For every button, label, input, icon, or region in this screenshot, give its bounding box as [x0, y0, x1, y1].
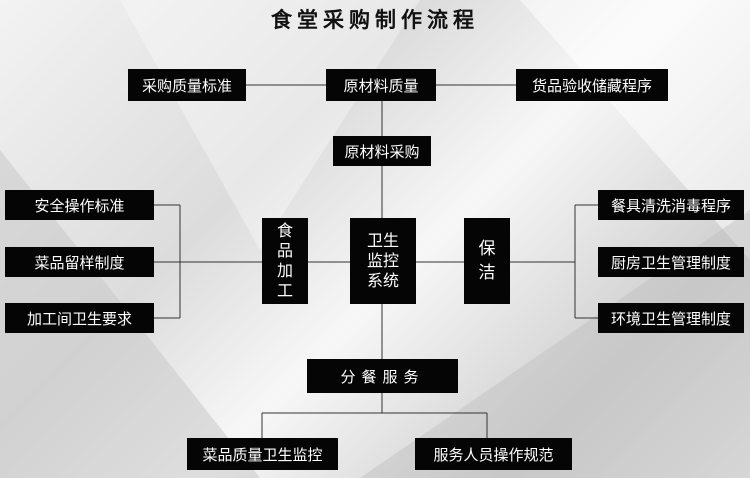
meal-service-node: 分餐服务: [307, 359, 458, 393]
purchase-standard-label: 采购质量标准: [141, 76, 232, 95]
kitchen-hygiene-label: 厨房卫生管理制度: [610, 253, 731, 272]
raw-material-quality-label: 原材料质量: [343, 76, 419, 95]
safety-standard-label: 安全操作标准: [34, 196, 125, 215]
cleaning-node: 保 洁: [464, 218, 510, 304]
hygiene-monitoring-line-3: 系统: [366, 271, 399, 290]
environment-hygiene-node: 环境卫生管理制度: [598, 303, 744, 333]
processing-room-hygiene-node: 加工间卫生要求: [5, 303, 154, 333]
service-staff-standard-label: 服务人员操作规范: [433, 445, 554, 464]
kitchen-hygiene-node: 厨房卫生管理制度: [598, 247, 744, 277]
food-processing-char-4: 工: [276, 281, 293, 300]
safety-standard-node: 安全操作标准: [5, 190, 154, 220]
cleaning-char-2: 洁: [478, 263, 496, 283]
dish-quality-monitoring-node: 菜品质量卫生监控: [187, 438, 338, 470]
purchase-standard-node: 采购质量标准: [128, 69, 246, 101]
food-processing-char-2: 品: [276, 241, 293, 260]
hygiene-monitoring-node: 卫生 监控 系统: [350, 218, 416, 304]
tableware-disinfection-node: 餐具清洗消毒程序: [598, 190, 744, 220]
food-processing-char-3: 加: [276, 261, 293, 280]
environment-hygiene-label: 环境卫生管理制度: [610, 309, 731, 328]
raw-material-purchase-node: 原材料采购: [333, 136, 431, 166]
hygiene-monitoring-line-1: 卫生: [366, 231, 399, 250]
food-processing-char-1: 食: [276, 221, 293, 240]
sample-retention-node: 菜品留样制度: [5, 247, 154, 277]
goods-inspection-node: 货品验收储藏程序: [516, 69, 668, 101]
cleaning-char-1: 保: [478, 239, 496, 259]
tableware-disinfection-label: 餐具清洗消毒程序: [610, 196, 731, 215]
goods-inspection-label: 货品验收储藏程序: [531, 76, 652, 95]
dish-quality-monitoring-label: 菜品质量卫生监控: [202, 445, 323, 464]
food-processing-node: 食 品 加 工: [262, 218, 308, 304]
meal-service-label: 分餐服务: [340, 367, 425, 386]
hygiene-monitoring-line-2: 监控: [366, 251, 399, 270]
raw-material-quality-node: 原材料质量: [326, 69, 436, 101]
processing-room-hygiene-label: 加工间卫生要求: [26, 309, 132, 328]
page-title: 食堂采购制作流程: [271, 8, 479, 32]
sample-retention-label: 菜品留样制度: [34, 253, 125, 272]
raw-material-purchase-label: 原材料采购: [344, 142, 420, 161]
service-staff-standard-node: 服务人员操作规范: [415, 438, 572, 470]
